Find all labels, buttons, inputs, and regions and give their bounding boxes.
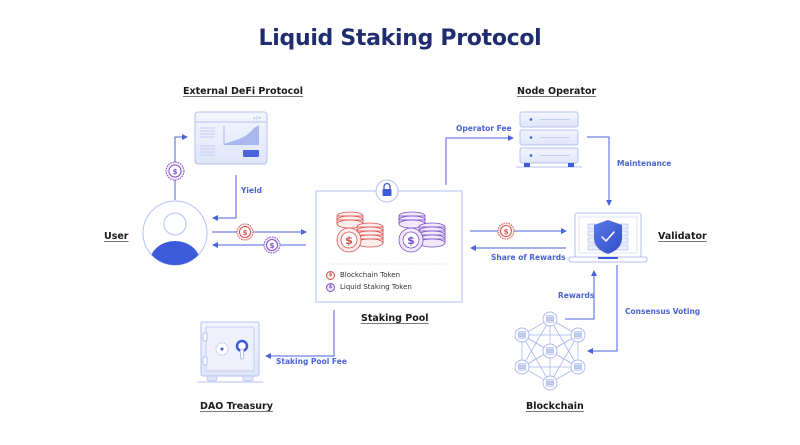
edge-label-staking-pool-fee: Staking Pool Fee <box>276 357 347 366</box>
blockchain-node-icon <box>542 343 558 359</box>
edge-label-operator-fee: Operator Fee <box>456 124 512 133</box>
blockchain-token-legend-icon: $ <box>326 270 335 280</box>
blockchain-node-icon <box>514 327 530 343</box>
token-legend: $ Blockchain Token $ Liquid Staking Toke… <box>326 269 412 293</box>
blockchain-node-icon <box>570 359 586 375</box>
node-label-external-defi: External DeFi Protocol <box>183 86 304 97</box>
edge-staking-pool-fee <box>265 310 335 359</box>
svg-text:$: $ <box>504 228 509 236</box>
page-title: Liquid Staking Protocol <box>258 26 542 51</box>
safe-vault-icon <box>197 321 263 383</box>
legend-label: Liquid Staking Token <box>340 283 412 291</box>
edge-maintenance <box>587 136 612 206</box>
liquid-staking-token-legend-icon: $ <box>326 282 335 292</box>
node-label-dao-treasury: DAO Treasury <box>200 401 273 412</box>
node-label-user: User <box>104 231 129 242</box>
blockchain-token-coin-icon: $ <box>497 222 515 240</box>
blockchain-node-icon <box>542 375 558 391</box>
edge-label-consensus-voting: Consensus Voting <box>625 307 701 316</box>
blockchain-token-coin-icon: $ <box>236 223 254 241</box>
legend-label: Blockchain Token <box>340 271 401 279</box>
liquid-staking-token-coin-icon: $ <box>165 161 185 181</box>
laptop-shield-icon <box>568 212 648 263</box>
node-label-blockchain: Blockchain <box>526 401 584 412</box>
node-label-node-operator: Node Operator <box>517 86 597 97</box>
edge-rewards <box>565 270 597 320</box>
edge-label-rewards: Rewards <box>558 291 595 300</box>
blockchain-node-icon <box>570 327 586 343</box>
liquid-staking-token-symbol: $ <box>407 234 415 247</box>
edge-operator-fee <box>445 135 514 185</box>
node-label-validator: Validator <box>658 231 707 242</box>
svg-text:$: $ <box>173 168 178 176</box>
blockchain-token-symbol: $ <box>345 234 353 247</box>
svg-text:$: $ <box>243 229 248 237</box>
liquid-staking-token-coin-icon: $ <box>263 236 281 254</box>
liquid-staking-token-stack-icon <box>398 211 446 253</box>
code-tag-text: </> <box>253 116 261 122</box>
lock-icon <box>375 179 399 203</box>
dashboard-window-icon <box>194 111 268 165</box>
edge-label-share-of-rewards: Share of Rewards <box>491 253 566 262</box>
edge-label-maintenance: Maintenance <box>617 159 672 168</box>
blockchain-node-icon <box>514 359 530 375</box>
blockchain-node-icon <box>542 311 558 327</box>
legend-item-blockchain-token: $ Blockchain Token <box>326 269 412 281</box>
blockchain-token-stack-icon <box>336 211 384 253</box>
svg-text:$: $ <box>270 242 275 250</box>
edge-consensus-voting <box>587 265 618 354</box>
node-label-staking-pool: Staking Pool <box>361 313 429 324</box>
user-avatar-icon <box>142 200 208 266</box>
edge-yield <box>212 175 237 221</box>
legend-item-liquid-staking-token: $ Liquid Staking Token <box>326 281 412 293</box>
server-rack-icon <box>516 111 582 168</box>
network-mesh-icon <box>514 311 586 391</box>
edge-label-yield: Yield <box>241 186 263 195</box>
